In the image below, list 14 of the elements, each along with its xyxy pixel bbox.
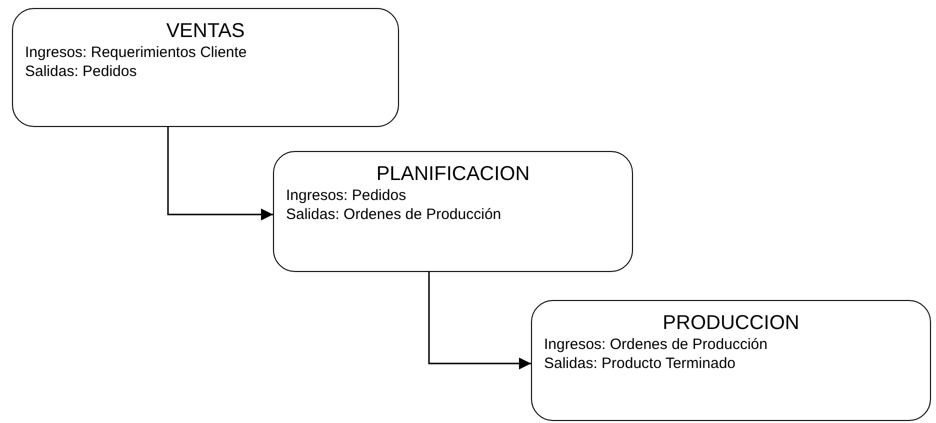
box-text: Salidas: Ordenes de Producción xyxy=(286,205,502,224)
process-box xyxy=(531,300,931,421)
connector-arrow xyxy=(428,272,531,370)
box-text: Ingresos: Requerimientos Cliente xyxy=(25,43,248,62)
box-text: Ingresos: Ordenes de Producción xyxy=(544,335,768,354)
box-text: Salidas: Pedidos xyxy=(25,62,138,81)
box-title: PLANIFICACION xyxy=(375,162,531,186)
box-text: Salidas: Producto Terminado xyxy=(544,354,736,373)
box-title: VENTAS xyxy=(165,19,246,43)
process-box xyxy=(273,151,633,272)
connector-arrow xyxy=(167,127,273,220)
process-box xyxy=(12,8,399,127)
box-text: Ingresos: Pedidos xyxy=(286,186,408,205)
box-title: PRODUCCION xyxy=(662,311,800,335)
